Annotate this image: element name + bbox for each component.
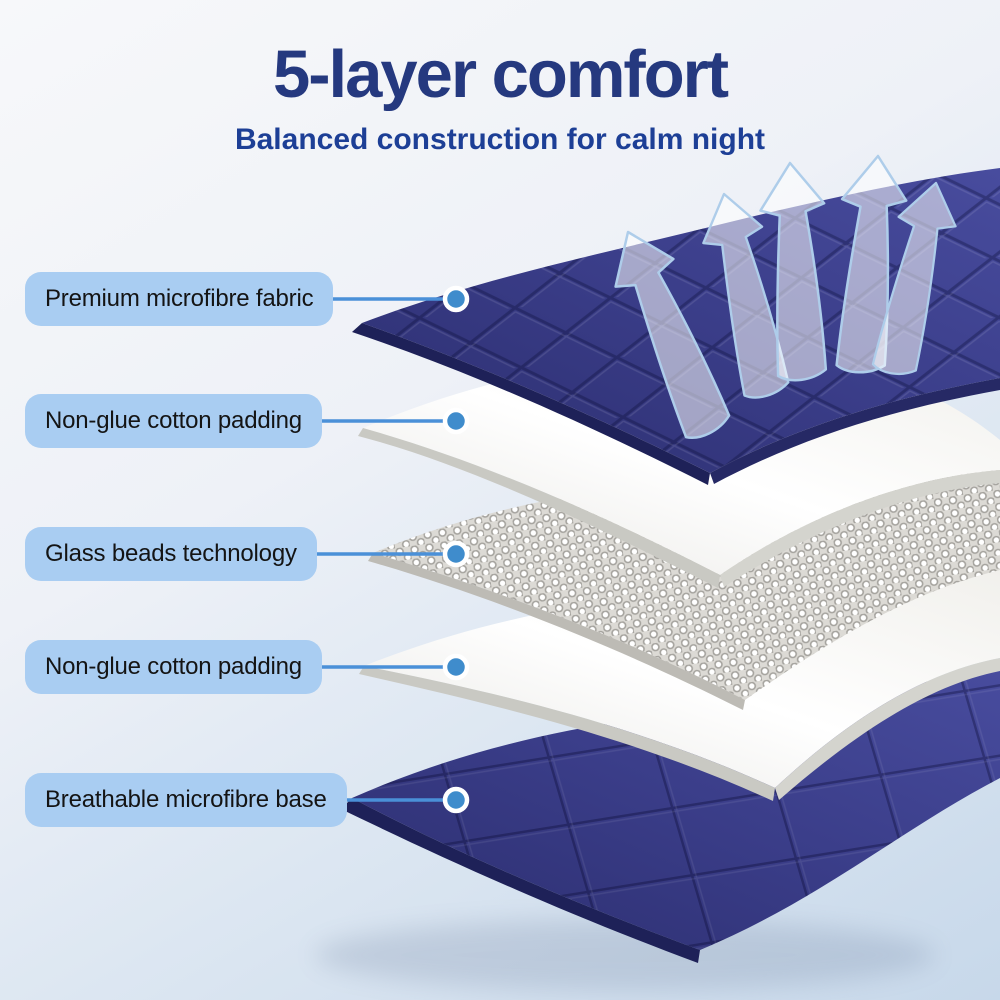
layer-2-edge-right <box>720 470 1000 587</box>
page-title: 5-layer comfort <box>272 37 729 112</box>
layer-4-edge-right <box>775 658 1000 800</box>
layer-marker-dot-3 <box>442 540 470 568</box>
layer-label-non-glue-cotton-padding-upper: Non-glue cotton padding <box>25 394 322 448</box>
layer-label-breathable-microfibre-base: Breathable microfibre base <box>25 773 347 827</box>
page-subtitle: Balanced construction for calm night <box>234 123 766 156</box>
layer-marker-dot-1 <box>442 285 470 313</box>
layer-3-edge <box>368 553 745 710</box>
layer-label-premium-microfibre-fabric: Premium microfibre fabric <box>25 272 334 326</box>
layer-marker-dot-5 <box>442 786 470 814</box>
layer-marker-dot-4 <box>442 653 470 681</box>
layer-label-glass-beads-technology: Glass beads technology <box>25 527 317 581</box>
ground-shadow <box>315 919 935 991</box>
marker-dots <box>442 285 470 814</box>
layer-4-edge <box>359 666 775 801</box>
layer-1-edge <box>352 323 710 485</box>
header: 5-layer comfort Balanced construction fo… <box>0 36 1000 157</box>
layer-marker-dot-2 <box>442 407 470 435</box>
layer-label-non-glue-cotton-padding-lower: Non-glue cotton padding <box>25 640 322 694</box>
layer-1-edge-right <box>710 378 1000 484</box>
layer-2-edge <box>358 428 720 588</box>
layer-5-edge <box>341 798 700 963</box>
